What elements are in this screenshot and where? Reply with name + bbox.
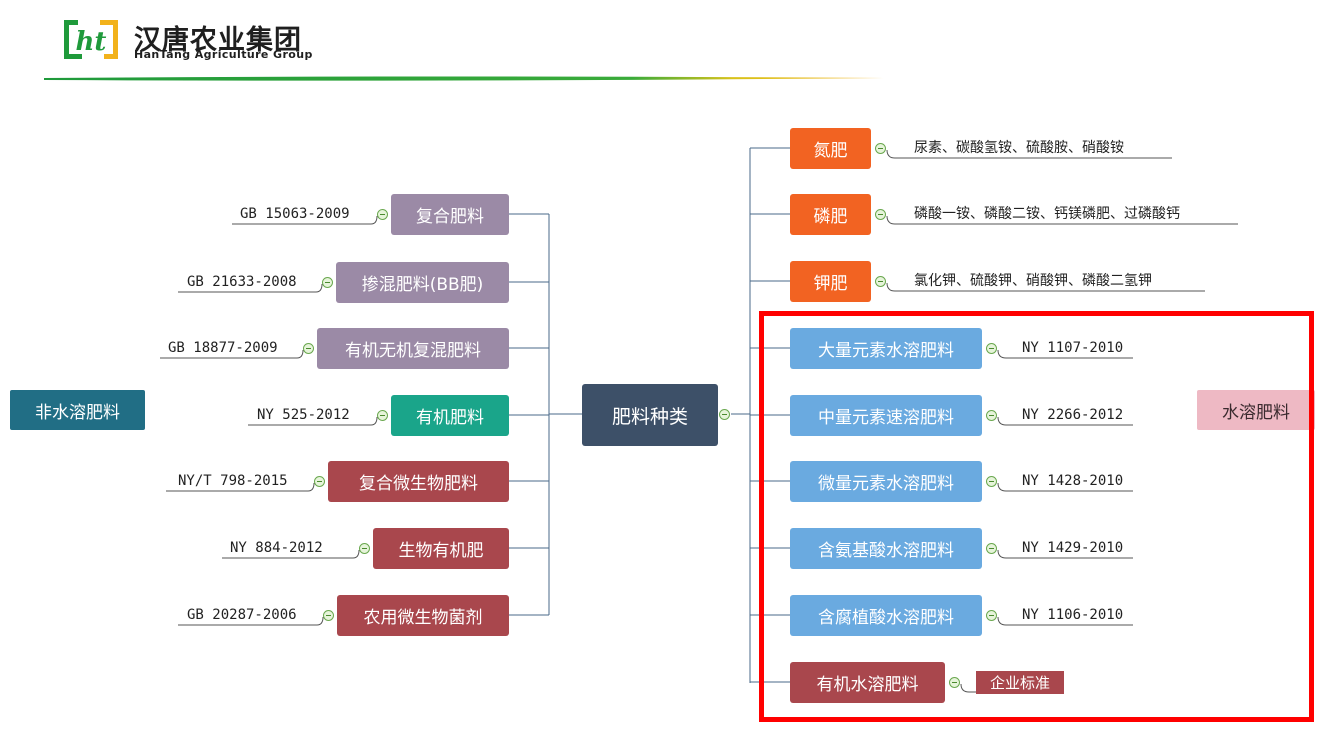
left-branch-node[interactable]: 复合微生物肥料 <box>328 461 509 502</box>
right-branch-collapse-toggle[interactable] <box>875 209 886 220</box>
right-branch-collapse-toggle[interactable] <box>875 276 886 287</box>
left-branch-standard: NY 884-2012 <box>230 540 323 556</box>
right-branch-collapse-toggle[interactable] <box>949 677 960 688</box>
left-branch-collapse-toggle[interactable] <box>359 543 370 554</box>
right-branch-detail: 氯化钾、硫酸钾、硝酸钾、磷酸二氢钾 <box>914 273 1152 289</box>
left-standard-underline <box>232 215 378 225</box>
right-branch-node[interactable]: 钾肥 <box>790 261 871 302</box>
left-branch-collapse-toggle[interactable] <box>303 343 314 354</box>
left-branch-standard: GB 15063-2009 <box>240 206 350 222</box>
logo-glyph: ht <box>76 27 107 57</box>
right-detail-underline <box>997 416 1133 426</box>
root-collapse-toggle[interactable] <box>719 409 730 420</box>
left-branch-standard: NY/T 798-2015 <box>178 473 288 489</box>
right-detail-underline <box>886 149 1172 159</box>
non-water-soluble-label: 非水溶肥料 <box>10 390 145 430</box>
right-branch-collapse-toggle[interactable] <box>875 143 886 154</box>
right-branch-collapse-toggle[interactable] <box>986 476 997 487</box>
company-name-en: HanTang Agriculture Group <box>134 48 313 61</box>
root-node-fertilizer-types[interactable]: 肥料种类 <box>582 384 718 446</box>
left-branch-standard: NY 525-2012 <box>257 407 350 423</box>
left-branch-node[interactable]: 生物有机肥 <box>373 528 509 569</box>
left-branch-standard: GB 18877-2009 <box>168 340 278 356</box>
left-branch-collapse-toggle[interactable] <box>323 610 334 621</box>
right-detail-underline <box>997 616 1133 626</box>
left-branch-standard: GB 21633-2008 <box>187 274 297 290</box>
left-branch-node[interactable]: 有机肥料 <box>391 395 509 436</box>
left-branch-collapse-toggle[interactable] <box>377 209 388 220</box>
company-name-cn: 汉唐农业集团 <box>134 25 302 56</box>
right-branch-detail: 磷酸一铵、磷酸二铵、钙镁磷肥、过磷酸钙 <box>914 206 1180 222</box>
left-standard-underline <box>166 482 315 492</box>
right-detail-underline <box>997 549 1133 559</box>
left-branch-collapse-toggle[interactable] <box>314 476 325 487</box>
right-detail-underline <box>886 215 1238 225</box>
right-branch-node[interactable]: 含氨基酸水溶肥料 <box>790 528 982 569</box>
left-branch-collapse-toggle[interactable] <box>377 410 388 421</box>
left-branch-node[interactable]: 有机无机复混肥料 <box>317 328 509 369</box>
right-branch-node[interactable]: 氮肥 <box>790 128 871 169</box>
left-branch-standard: GB 20287-2006 <box>187 607 297 623</box>
right-branch-node[interactable]: 中量元素速溶肥料 <box>790 395 982 436</box>
right-branch-node[interactable]: 含腐植酸水溶肥料 <box>790 595 982 636</box>
right-branch-standard: NY 1107-2010 <box>1022 340 1124 356</box>
left-branch-node[interactable]: 农用微生物菌剂 <box>337 595 509 636</box>
right-branch-standard: NY 2266-2012 <box>1022 407 1124 423</box>
right-detail-underline <box>997 349 1133 359</box>
header-rule <box>44 76 884 81</box>
right-branch-collapse-toggle[interactable] <box>986 343 997 354</box>
right-branch-node[interactable]: 有机水溶肥料 <box>790 662 945 703</box>
right-detail-underline <box>886 282 1205 292</box>
right-detail-underline <box>960 683 976 693</box>
hantang-logo: ht <box>64 20 118 59</box>
left-branch-collapse-toggle[interactable] <box>322 277 333 288</box>
right-branch-node[interactable]: 微量元素水溶肥料 <box>790 461 982 502</box>
water-soluble-highlight-box <box>759 311 1314 722</box>
right-branch-collapse-toggle[interactable] <box>986 543 997 554</box>
water-soluble-label: 水溶肥料 <box>1197 390 1315 430</box>
right-branch-detail: 尿素、碳酸氢铵、硫酸胺、硝酸铵 <box>914 140 1124 156</box>
left-standard-underline <box>160 349 304 359</box>
right-detail-underline <box>997 482 1133 492</box>
right-branch-standard: NY 1429-2010 <box>1022 540 1124 556</box>
right-branch-node[interactable]: 大量元素水溶肥料 <box>790 328 982 369</box>
right-branch-node[interactable]: 磷肥 <box>790 194 871 235</box>
right-branch-collapse-toggle[interactable] <box>986 410 997 421</box>
left-standard-underline <box>178 616 324 626</box>
right-branch-standard: NY 1106-2010 <box>1022 607 1124 623</box>
left-standard-underline <box>248 416 378 426</box>
enterprise-standard-tag: 企业标准 <box>976 671 1064 694</box>
left-branch-node[interactable]: 掺混肥料(BB肥) <box>336 262 509 303</box>
right-branch-standard: NY 1428-2010 <box>1022 473 1124 489</box>
left-branch-node[interactable]: 复合肥料 <box>391 194 509 235</box>
left-standard-underline <box>178 283 323 293</box>
right-branch-collapse-toggle[interactable] <box>986 610 997 621</box>
left-standard-underline <box>222 549 360 559</box>
